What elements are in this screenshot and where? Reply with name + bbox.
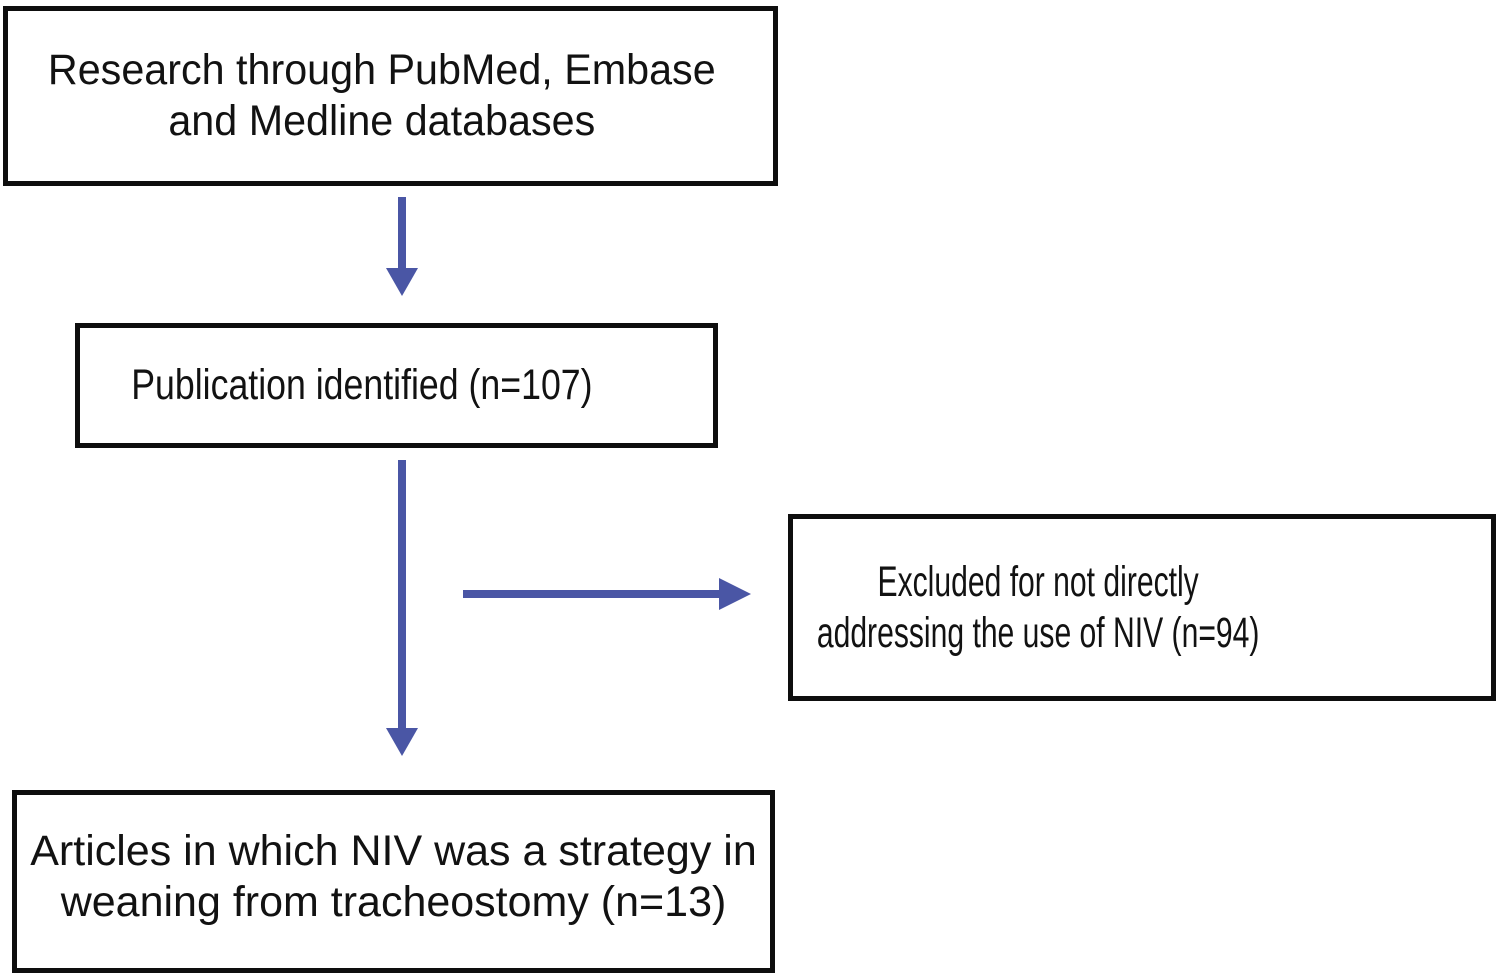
box-text-line: weaning from tracheostomy (n=13) (60, 877, 727, 926)
box-text-line: and Medline databases (168, 97, 595, 145)
box-excluded-articles-text: Excluded for not directly addressing the… (817, 557, 1260, 659)
box-excluded-articles: Excluded for not directly addressing the… (788, 514, 1496, 701)
box-included-articles-text: Articles in which NIV was a strategy in … (30, 826, 757, 928)
box-text-line: Research through PubMed, Embase (47, 46, 716, 94)
box-publications-identified: Publication identified (n=107) (75, 323, 718, 448)
right-arrow-icon (463, 578, 751, 610)
box-text-line: Excluded for not directly (877, 557, 1199, 606)
box-publications-identified-text: Publication identified (n=107) (131, 360, 592, 411)
down-arrow-icon (386, 197, 418, 296)
down-arrow-icon (386, 460, 418, 756)
box-database-search: Research through PubMed, Embase and Medl… (3, 6, 778, 186)
box-text-line: Publication identified (n=107) (130, 361, 593, 409)
box-text-line: Articles in which NIV was a strategy in (30, 826, 757, 875)
box-database-search-text: Research through PubMed, Embase and Medl… (48, 45, 716, 147)
box-text-line: addressing the use of NIV (n=94) (816, 608, 1260, 657)
box-included-articles: Articles in which NIV was a strategy in … (12, 790, 775, 973)
